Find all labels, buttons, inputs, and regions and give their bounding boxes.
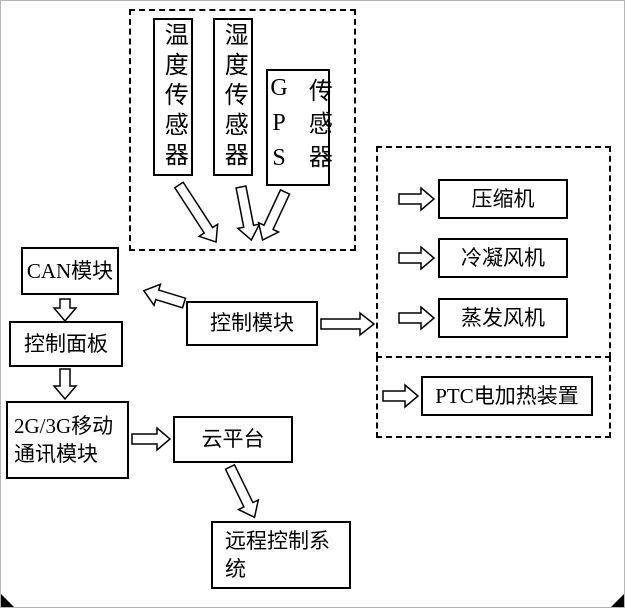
- ptc-heater-box: PTC电加热装置: [421, 376, 593, 416]
- arrow-panel-to-mobile: [52, 368, 78, 401]
- scan-artifact-bottom-left: [1, 594, 14, 607]
- cloud-platform-box: 云平台: [173, 416, 293, 463]
- compressor-box: 压缩机: [438, 179, 568, 219]
- heater-group-container: [376, 356, 611, 438]
- gps-suffix: 传感器: [304, 78, 331, 177]
- evaporator-fan-box: 蒸发风机: [438, 298, 568, 338]
- mobile-module-line2: 通讯模块: [14, 442, 98, 466]
- arrow-control-to-actuators: [320, 311, 376, 337]
- scan-artifact-bottom-right: [611, 594, 624, 607]
- gps-sensor-label: GPS 传感器: [263, 75, 334, 180]
- remote-system-box: 远程控制系 统: [211, 521, 351, 589]
- arrow-control-to-can: [142, 283, 187, 309]
- arrow-cloud-to-remote: [224, 463, 260, 519]
- mobile-module-box: 2G/3G移动 通讯模块: [6, 401, 129, 479]
- arrow-mobile-to-cloud: [131, 426, 172, 452]
- can-module-box: CAN模块: [21, 247, 119, 295]
- arrow-can-to-panel: [52, 298, 78, 323]
- sensor-group-container: [129, 9, 356, 251]
- gps-letters: GPS: [266, 75, 292, 180]
- remote-system-line1: 远程控制系: [225, 528, 330, 553]
- control-panel-box: 控制面板: [9, 321, 123, 367]
- condenser-fan-box: 冷凝风机: [438, 238, 568, 278]
- temperature-sensor-box: 温度传感器: [153, 18, 193, 176]
- gps-sensor-box: GPS 传感器: [266, 69, 330, 186]
- remote-system-line2: 统: [225, 557, 246, 581]
- humidity-sensor-box: 湿度传感器: [213, 18, 253, 176]
- control-module-box: 控制模块: [186, 301, 318, 346]
- mobile-module-line1: 2G/3G移动: [14, 413, 114, 438]
